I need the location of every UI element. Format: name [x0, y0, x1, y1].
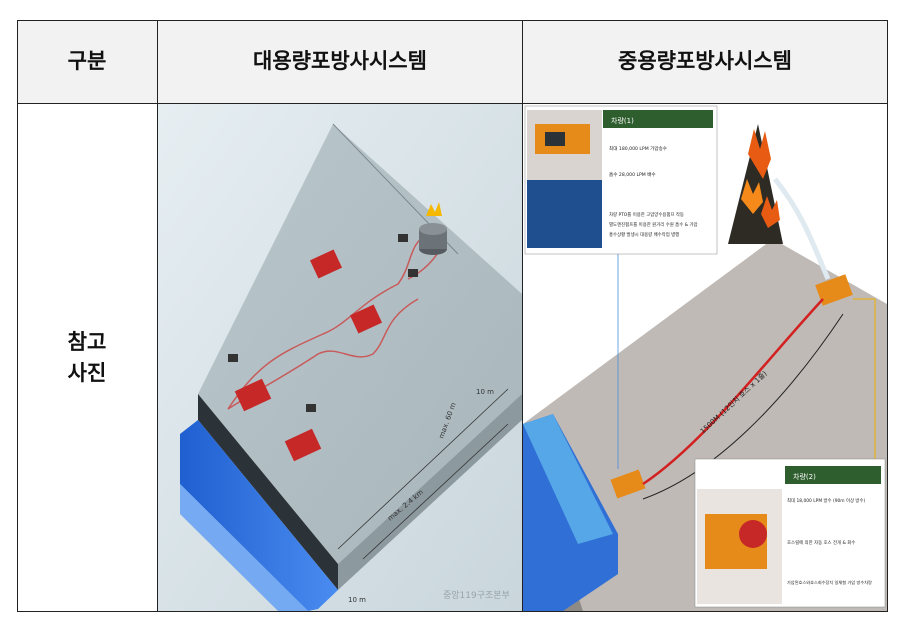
- water-channel: [180, 420, 338, 611]
- vehicle-1-info-panel: 차량(1) 최대 180,000 LPM 가압송수 흡수 28,000 LPM …: [524, 105, 718, 255]
- pump-unit-3: [234, 378, 272, 412]
- comparison-table: 구분 대용량포방사시스템 중용량포방사시스템 참고 사진: [17, 20, 888, 612]
- table-border-bottom: [17, 611, 888, 612]
- table-border-header: [17, 103, 888, 104]
- vehicle-1: [610, 469, 646, 499]
- hose-line: [642, 298, 824, 486]
- header-large-system: 대용량포방사시스템: [253, 49, 427, 74]
- large-system-diagram: max. 2.4 km max. 60 m 10 m 10 m 중앙119구조본…: [158, 104, 522, 611]
- table-border-right: [887, 20, 888, 612]
- table-border-col2: [522, 20, 523, 612]
- header-medium-system: 중용량포방사시스템: [618, 49, 792, 74]
- fire-icon: [426, 202, 442, 216]
- header-category: 구분: [67, 49, 107, 74]
- medium-system-diagram: 1500M (12인치 호스 x 1줄) 차량(1) 최대 180,000 LP…: [523, 104, 887, 611]
- row-label-line1: 참고: [67, 330, 107, 355]
- table-border-top: [17, 20, 888, 21]
- vehicle-1-bullet-3: 차량 PTO를 이용한 고압양수용펌프 작동: [609, 211, 684, 218]
- vehicle-2-bullet-2: 호스릴에 의한 자동 호스 전개 & 회수: [787, 539, 855, 546]
- row-label-line2: 사진: [67, 360, 107, 385]
- dim-label-3: 10 m: [476, 388, 494, 396]
- vehicle-2-bullet-3: 가압된호스와호스회수장치 일체형 가압 방수차량: [787, 579, 872, 586]
- table-border-col1: [157, 20, 158, 612]
- watermark: 중앙119구조본부: [443, 589, 510, 601]
- vehicle-1-title: 차량(1): [611, 116, 634, 125]
- header-row-bg: [17, 20, 888, 103]
- vehicle-2: [815, 274, 853, 306]
- terrain-edge-dark: [198, 394, 338, 590]
- vehicle-2-bullet-1: 최대 18,000 LPM 방수 (90m 이상 방수): [787, 497, 866, 504]
- vehicle-2-info-panel: 차량(2) 최대 18,000 LPM 방수 (90m 이상 방수) 호스릴에 …: [694, 458, 886, 608]
- vehicle-1-bullet-1: 최대 180,000 LPM 가압송수: [609, 145, 667, 152]
- row-label: 참고 사진: [17, 104, 157, 611]
- pump-unit-2: [349, 304, 383, 334]
- table-border-left: [17, 20, 18, 612]
- pump-unit-1: [309, 249, 343, 279]
- vehicle-2-title: 차량(2): [793, 472, 816, 481]
- pump-unit-4: [284, 428, 322, 462]
- vehicle-1-bullet-2: 흡수 28,000 LPM 배수: [609, 171, 656, 178]
- dim-label-4: 10 m: [348, 596, 366, 604]
- vehicle-1-bullet-4: 별도엔진펌프를 이용한 원거리 수원 흡수 & 가압: [609, 221, 698, 228]
- vehicle-1-bullet-5: 홍수상황 발생시 대용량 배수작업 병행: [609, 231, 679, 238]
